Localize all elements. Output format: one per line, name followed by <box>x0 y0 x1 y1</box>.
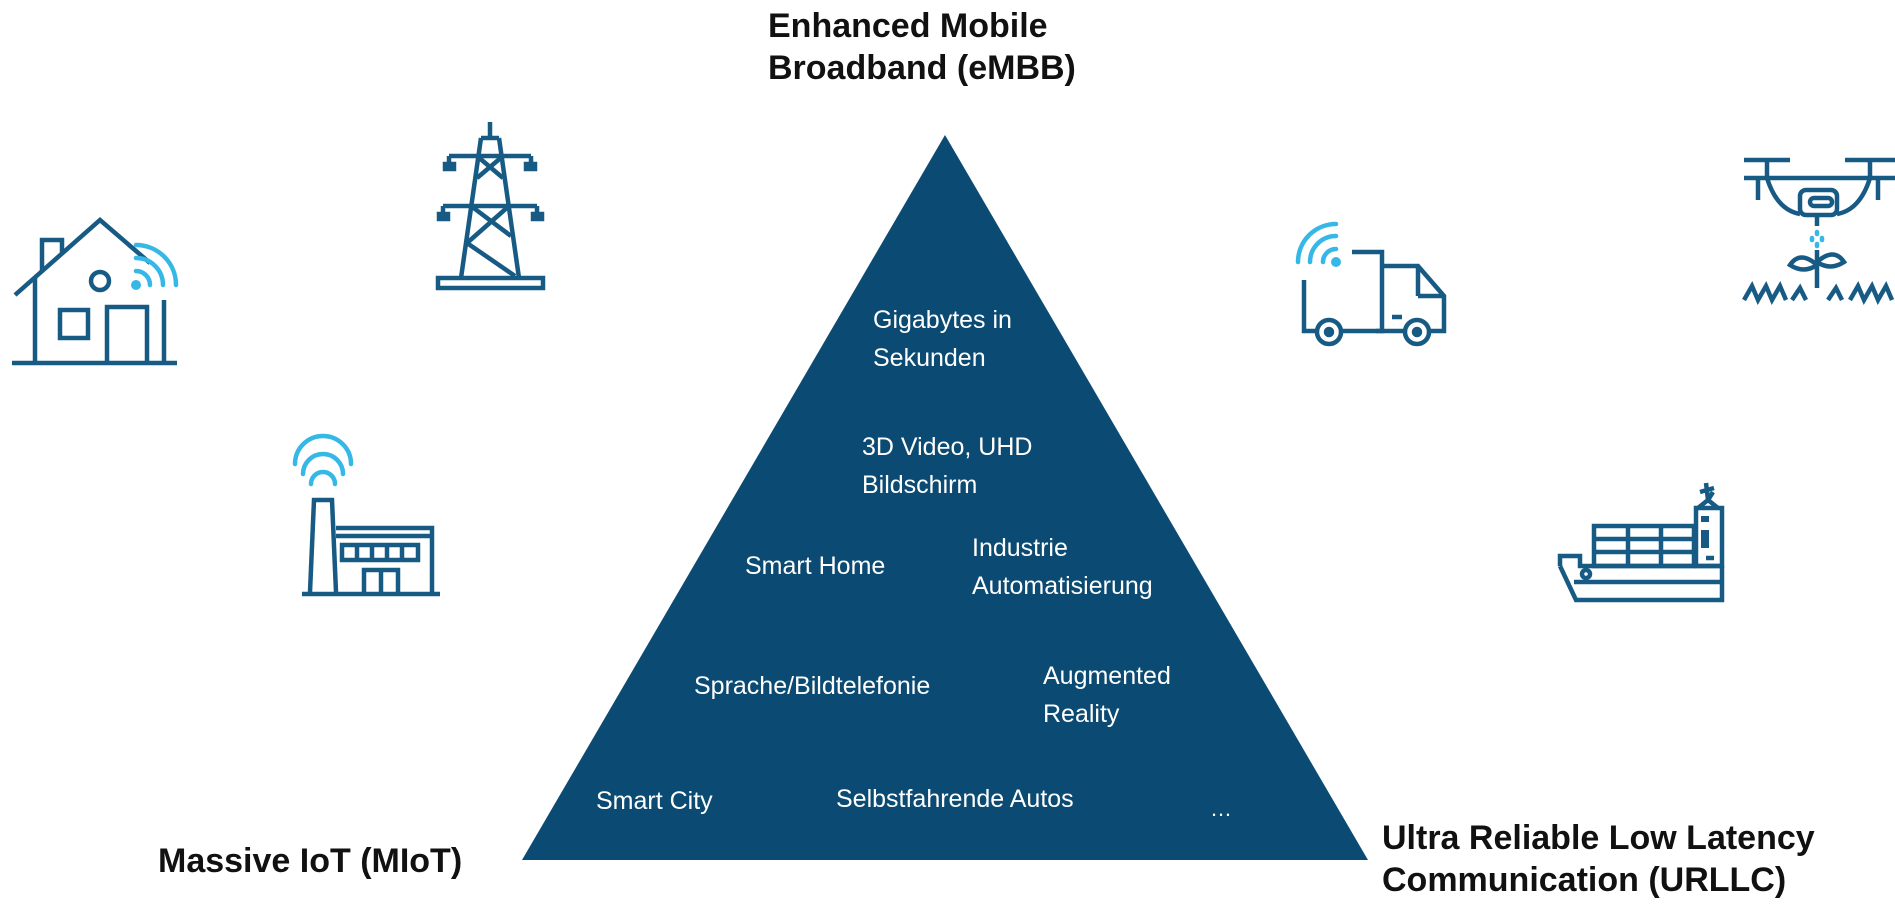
use-case-sprache: Sprache/Bildtelefonie <box>694 667 930 705</box>
use-case-ellipsis-line1: … <box>1210 796 1232 821</box>
vertex-label-miot: Massive IoT (MIoT) <box>158 840 462 882</box>
use-case-3d-video-line2: Bildschirm <box>862 471 978 499</box>
triangle-shape <box>522 135 1368 860</box>
vertex-label-urllc-line2: Communication (URLLC) <box>1382 861 1787 899</box>
use-case-smart-city: Smart City <box>596 782 713 820</box>
use-case-industrie-line1: Industrie <box>972 534 1068 562</box>
vertex-label-miot-text: Massive IoT (MIoT) <box>158 842 463 880</box>
use-case-industrie-line2: Automatisierung <box>972 572 1153 600</box>
power-pylon-icon <box>435 118 550 291</box>
use-case-smart-home: Smart Home <box>745 547 885 585</box>
use-case-autos-line1: Selbstfahrende Autos <box>836 785 1074 813</box>
use-case-smart-city-line1: Smart City <box>596 787 713 815</box>
agri-drone-icon <box>1742 150 1895 310</box>
vertex-label-urllc: Ultra Reliable Low Latency Communication… <box>1382 817 1815 901</box>
use-case-ar-line2: Reality <box>1043 700 1120 728</box>
vertex-label-urllc-line1: Ultra Reliable Low Latency <box>1382 819 1815 857</box>
delivery-truck-icon <box>1295 221 1476 352</box>
use-case-gigabytes-line1: Gigabytes in <box>873 306 1012 334</box>
use-case-industrie: Industrie Automatisierung <box>972 529 1153 605</box>
vertex-label-embb-line1: Enhanced Mobile <box>768 7 1048 45</box>
factory-icon <box>290 433 440 600</box>
cargo-ship-icon <box>1557 478 1738 608</box>
use-case-sprache-line1: Sprache/Bildtelefonie <box>694 672 931 700</box>
use-case-selbstfahrende-autos: Selbstfahrende Autos <box>836 780 1074 818</box>
use-case-3d-video: 3D Video, UHD Bildschirm <box>862 428 1032 504</box>
vertex-label-embb-line2: Broadband (eMBB) <box>768 49 1076 87</box>
use-case-smart-home-line1: Smart Home <box>745 552 886 580</box>
use-case-ar-line1: Augmented <box>1043 662 1171 690</box>
use-case-augmented-reality: Augmented Reality <box>1043 657 1171 733</box>
use-case-gigabytes-line2: Sekunden <box>873 344 986 372</box>
smart-house-icon <box>12 215 192 366</box>
use-case-ellipsis: … <box>1210 790 1232 828</box>
vertex-label-embb: Enhanced Mobile Broadband (eMBB) <box>768 5 1076 89</box>
use-case-3d-video-line1: 3D Video, UHD <box>862 433 1033 461</box>
use-case-gigabytes: Gigabytes in Sekunden <box>873 301 1012 377</box>
